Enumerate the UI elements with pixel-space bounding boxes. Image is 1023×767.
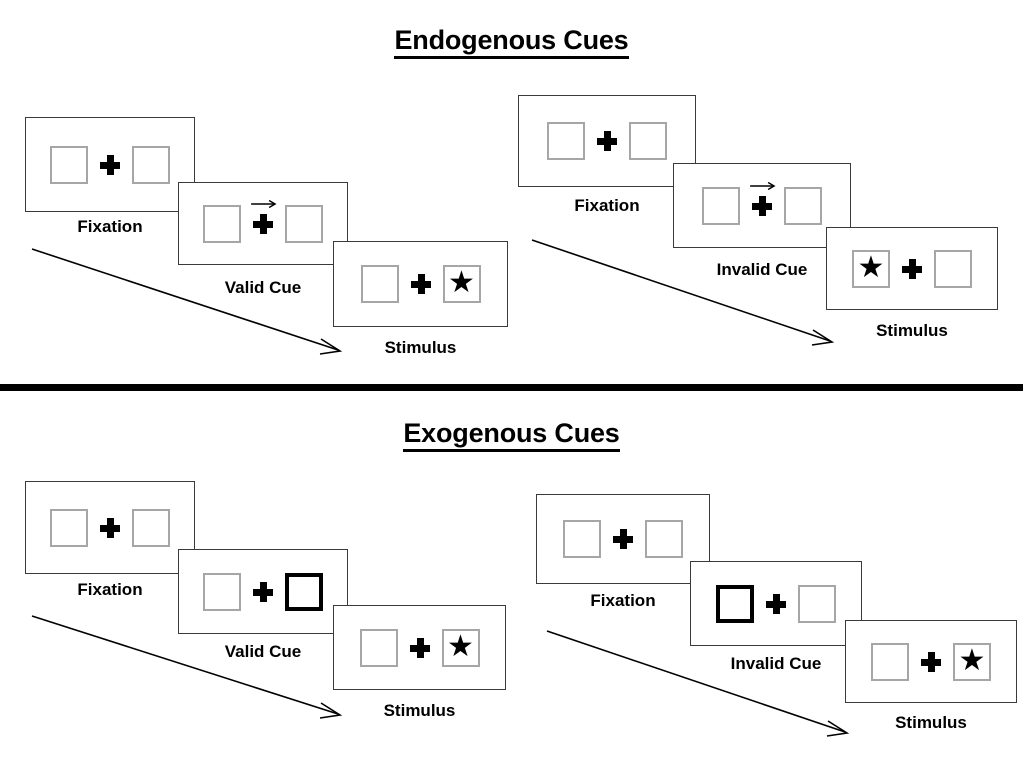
fixation-cross-wrap <box>909 651 953 672</box>
fixation-cross-wrap <box>241 199 285 234</box>
caption-endogenous-invalid-fixation: Fixation <box>574 196 640 215</box>
section-divider <box>0 384 1023 391</box>
placeholder-box-left <box>50 508 88 547</box>
fixation-plus-icon <box>100 154 120 175</box>
placeholder-box-left <box>203 204 241 243</box>
frame-content <box>50 508 170 547</box>
section-title-exogenous: Exogenous Cues <box>0 418 1023 452</box>
placeholder-box-left <box>871 642 909 681</box>
frame-exogenous-invalid-fixation <box>536 494 710 584</box>
peripheral-cue-box-right <box>285 572 323 611</box>
frame-content <box>203 199 323 243</box>
fixation-cross-wrap <box>585 131 629 151</box>
fixation-cross-wrap <box>890 258 934 279</box>
fixation-cross-wrap <box>241 581 285 602</box>
frame-endogenous-valid-fixation <box>25 117 195 212</box>
fixation-plus-icon <box>253 213 273 234</box>
fixation-cross-wrap <box>601 529 645 549</box>
right-arrow-icon <box>749 181 777 191</box>
caption-exogenous-valid-fixation: Fixation <box>77 580 143 599</box>
star-icon: ★ <box>448 266 475 299</box>
placeholder-box-right <box>784 186 822 225</box>
fixation-plus-icon <box>597 131 617 151</box>
right-arrow-icon <box>250 199 278 209</box>
section-title-endogenous-text: Endogenous Cues <box>394 25 629 59</box>
caption-exogenous-valid-stimulus: Stimulus <box>383 701 456 720</box>
target-box-left: ★ <box>852 249 890 288</box>
caption-exogenous-invalid-stimulus: Stimulus <box>895 713 967 732</box>
placeholder-box-right <box>132 145 170 184</box>
placeholder-box-left <box>203 572 241 611</box>
frame-content <box>702 181 822 225</box>
target-box-right: ★ <box>442 265 481 303</box>
time-flow-arrow-exogenous-invalid <box>545 629 857 744</box>
fixation-cross-wrap <box>88 154 132 175</box>
fixation-cross-wrap <box>754 593 798 614</box>
placeholder-box-right <box>798 584 836 623</box>
caption-endogenous-valid-cue: Valid Cue <box>224 278 302 297</box>
frame-endogenous-invalid-fixation <box>518 95 696 187</box>
target-box-right: ★ <box>441 628 480 667</box>
placeholder-box-right <box>285 204 323 243</box>
frame-endogenous-invalid-stimulus: ★ <box>826 227 998 310</box>
caption-exogenous-invalid-cue: Invalid Cue <box>730 654 822 673</box>
caption-exogenous-valid-cue: Valid Cue <box>224 642 302 661</box>
fixation-plus-icon <box>100 517 120 538</box>
target-box-right: ★ <box>953 642 991 681</box>
time-flow-arrow-endogenous-invalid <box>530 238 842 353</box>
section-title-endogenous: Endogenous Cues <box>0 25 1023 59</box>
placeholder-box-right <box>629 122 667 160</box>
fixation-plus-icon <box>613 529 633 549</box>
caption-endogenous-valid-fixation: Fixation <box>77 217 143 236</box>
fixation-plus-icon <box>752 195 772 216</box>
fixation-cross-wrap <box>88 517 132 538</box>
fixation-cross-wrap <box>398 637 442 658</box>
placeholder-box-left <box>563 520 601 558</box>
caption-endogenous-invalid-cue: Invalid Cue <box>716 260 808 279</box>
section-title-exogenous-text: Exogenous Cues <box>403 418 620 452</box>
caption-endogenous-valid-stimulus: Stimulus <box>384 338 457 357</box>
frame-content <box>563 520 683 558</box>
frame-content <box>547 122 667 160</box>
frame-content: ★ <box>359 628 480 667</box>
frame-endogenous-invalid-cue <box>673 163 851 248</box>
fixation-plus-icon <box>410 274 431 294</box>
placeholder-box-left <box>50 145 88 184</box>
fixation-plus-icon <box>921 651 941 672</box>
caption-exogenous-invalid-fixation: Fixation <box>590 591 656 610</box>
fixation-plus-icon <box>253 581 273 602</box>
caption-endogenous-invalid-stimulus: Stimulus <box>876 321 948 340</box>
fixation-cross-wrap <box>399 274 443 294</box>
frame-content: ★ <box>360 265 481 303</box>
star-icon: ★ <box>857 250 885 284</box>
frame-content <box>50 145 170 184</box>
fixation-plus-icon <box>409 637 430 658</box>
placeholder-box-right <box>645 520 683 558</box>
fixation-cross-wrap <box>740 181 784 216</box>
placeholder-box-left <box>547 122 585 160</box>
frame-exogenous-valid-stimulus: ★ <box>333 605 506 690</box>
fixation-plus-icon <box>902 258 922 279</box>
frame-content: ★ <box>852 249 972 288</box>
star-icon: ★ <box>447 629 474 663</box>
placeholder-box-right <box>934 249 972 288</box>
star-icon: ★ <box>958 643 986 677</box>
frame-content <box>716 584 836 623</box>
fixation-plus-icon <box>766 593 786 614</box>
peripheral-cue-box-left <box>716 584 754 623</box>
frame-exogenous-valid-fixation <box>25 481 195 574</box>
frame-content: ★ <box>871 642 991 681</box>
placeholder-box-right <box>132 508 170 547</box>
placeholder-box-left <box>702 186 740 225</box>
placeholder-box-left <box>360 265 399 303</box>
frame-exogenous-invalid-stimulus: ★ <box>845 620 1017 703</box>
frame-content <box>203 572 323 611</box>
frame-endogenous-valid-stimulus: ★ <box>333 241 508 327</box>
frame-endogenous-valid-cue <box>178 182 348 265</box>
frame-exogenous-valid-cue <box>178 549 348 634</box>
placeholder-box-left <box>359 628 398 667</box>
frame-exogenous-invalid-cue <box>690 561 862 646</box>
